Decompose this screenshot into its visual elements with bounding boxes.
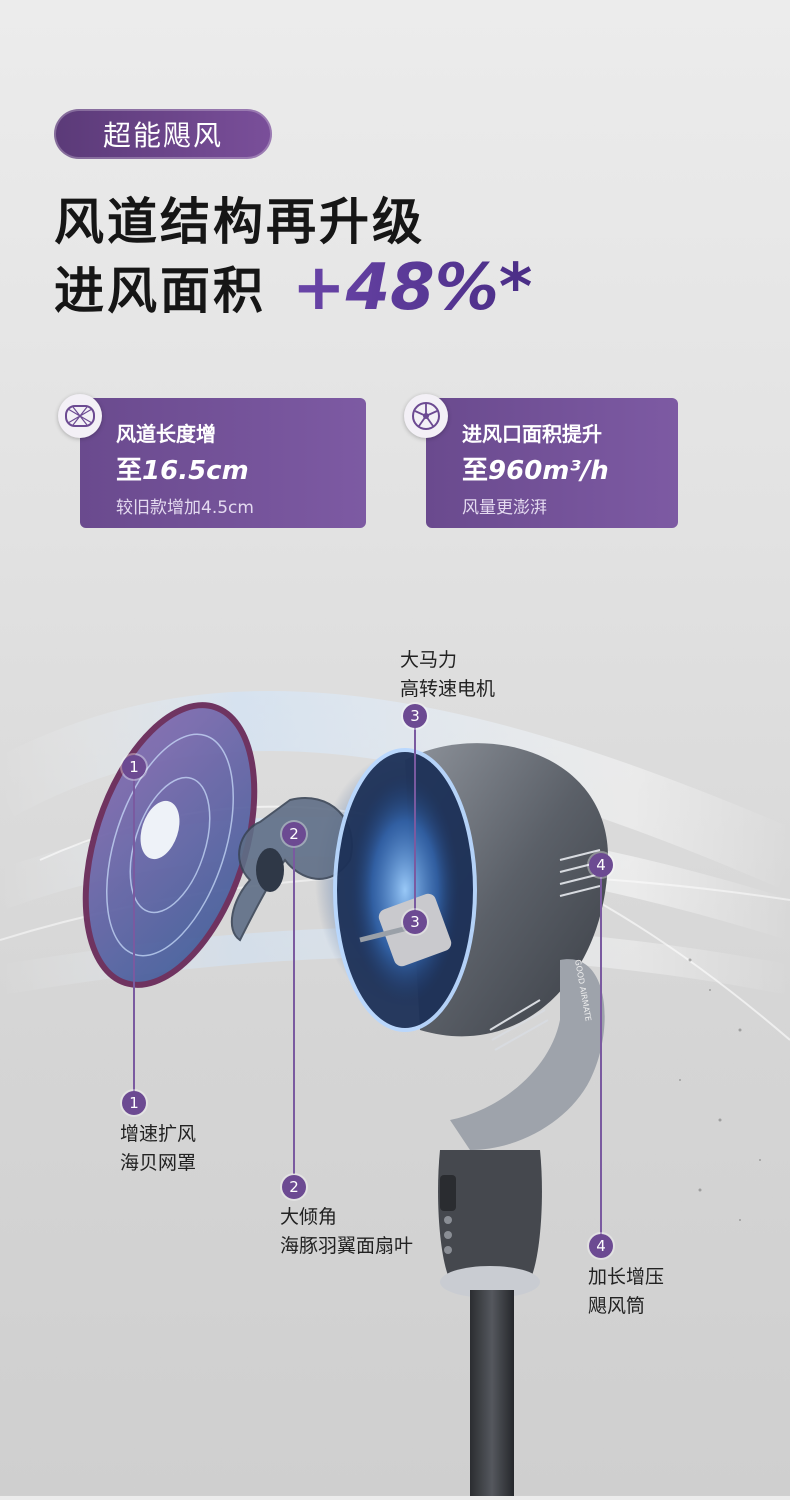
callout-3-line-2: 高转速电机: [400, 677, 496, 700]
callout-4-leader: [600, 876, 602, 1246]
callout-2-marker: 2: [282, 822, 306, 846]
callout-4-line-2: 飓风筒: [588, 1294, 646, 1317]
callout-4-marker: 4: [589, 853, 613, 877]
callout-3-line-1: 大马力: [400, 649, 458, 671]
spec-card-subtitle: 风量更澎湃: [462, 498, 547, 518]
callout-4-label: 加长增压 飓风筒: [588, 1263, 664, 1320]
callout-3-marker-top: 3: [403, 704, 427, 728]
spec-card-duct-length: 风道长度增 至16.5cm 较旧款增加4.5cm: [58, 394, 366, 528]
air-duct-mesh-icon: [58, 394, 102, 438]
callout-1-line-2: 海贝网罩: [120, 1151, 197, 1174]
spec-card-subtitle: 较旧款增加4.5cm: [116, 498, 254, 518]
callout-1-leader: [133, 778, 135, 1104]
callout-1-label-marker: 1: [122, 1091, 146, 1115]
headline-line-1: 风道结构再升级: [54, 193, 425, 251]
spec-card-value-prefix: 至: [116, 456, 143, 486]
fan-inlet-icon: [404, 394, 448, 438]
spec-card-value: 至16.5cm: [116, 450, 249, 487]
spec-card-value: 至960m³/h: [462, 450, 609, 487]
callout-2-line-1: 大倾角: [280, 1206, 338, 1228]
spec-card-inlet-area: 进风口面积提升 至960m³/h 风量更澎湃: [404, 394, 678, 528]
callout-4-label-marker: 4: [589, 1234, 613, 1258]
exploded-fan-graphic: GOOD AIRMATE: [0, 691, 790, 1496]
callout-2-label-marker: 2: [282, 1175, 306, 1199]
headline-line-2: 进风面积: [54, 262, 266, 320]
headline-percentage: +48%*: [292, 251, 533, 325]
product-illustration: GOOD AIRMATE 1 2 3 3 4 1 2 4 大马力 高转速电机 增…: [0, 560, 790, 1496]
spec-card-title: 风道长度增: [116, 422, 216, 446]
callout-4-line-1: 加长增压: [588, 1266, 665, 1288]
callout-2-label: 大倾角 海豚羽翼面扇叶: [280, 1203, 413, 1260]
callout-1-marker: 1: [122, 755, 146, 779]
callout-3-marker: 3: [403, 910, 427, 934]
spec-card-value-number: 16.5cm: [142, 456, 249, 486]
feature-badge: 超能飓风: [54, 109, 272, 159]
callout-1-label: 增速扩风 海贝网罩: [120, 1120, 196, 1177]
spec-card-value-number: 960m³/h: [488, 456, 609, 486]
callout-1-line-1: 增速扩风: [120, 1123, 197, 1145]
spec-card-title: 进风口面积提升: [462, 422, 602, 446]
callout-2-line-2: 海豚羽翼面扇叶: [280, 1234, 414, 1257]
callout-3-label: 大马力 高转速电机: [400, 646, 495, 703]
callout-2-leader: [293, 846, 295, 1174]
spec-card-value-prefix: 至: [462, 456, 489, 486]
callout-3-leader: [414, 728, 416, 924]
